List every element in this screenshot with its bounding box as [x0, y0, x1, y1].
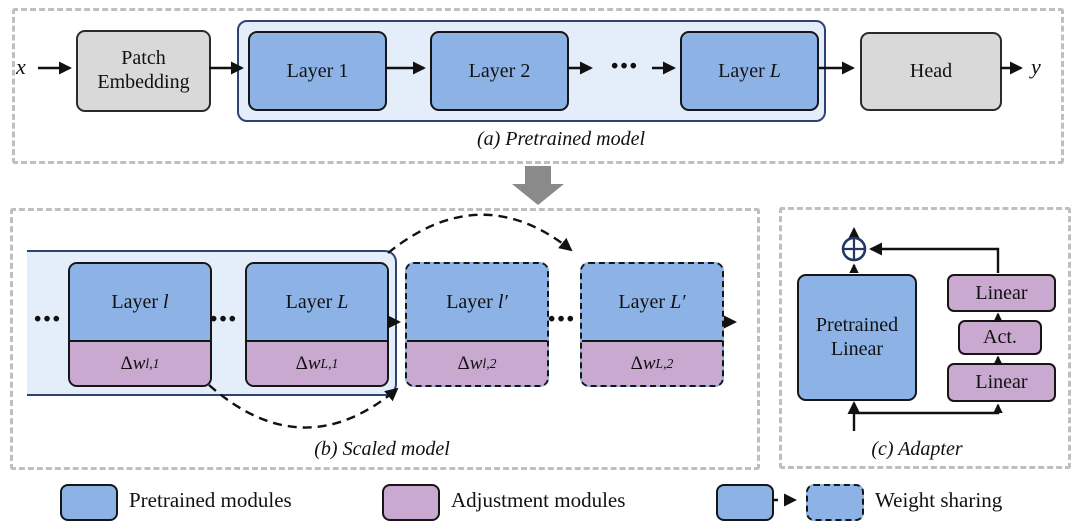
layer-l-var: l: [163, 290, 169, 313]
legend-pretrained-label: Pretrained modules: [129, 488, 292, 512]
w-subscript: L,2: [655, 355, 674, 371]
input-x-label: x: [16, 54, 26, 79]
caption-scaled-model: (b) Scaled model: [314, 438, 450, 460]
ellipsis-b-left: •••: [33, 306, 63, 331]
ellipsis-a: •••: [610, 53, 640, 78]
w-subscript: l,2: [482, 355, 497, 371]
ellipsis-b-mid-left: •••: [209, 306, 239, 331]
layer-l-top: Layer l: [70, 264, 210, 340]
w-symbol: w: [132, 352, 146, 374]
layer-L-var: L: [337, 290, 349, 313]
delta-symbol: Δ: [295, 352, 308, 374]
block-down-arrow: [512, 166, 564, 205]
patch-embedding-line1: Patch: [121, 47, 166, 70]
layer-L-prime-top: Layer L′: [582, 264, 722, 340]
adapter-activation-box: Act.: [958, 320, 1042, 355]
layer-1-var: 1: [338, 59, 349, 82]
pretrained-linear-line1: Pretrained: [815, 313, 899, 336]
adapter-linear-down-box: Linear: [947, 363, 1056, 402]
layer-L-prefix: Layer: [285, 290, 333, 313]
panel-adapter: [779, 207, 1071, 469]
caption-pretrained-model: (a) Pretrained model: [476, 128, 646, 150]
legend-weight-sharing-dashed-swatch: [806, 484, 864, 521]
legend-adjustment-swatch: [382, 484, 440, 521]
layer-1-prefix: Layer: [286, 59, 334, 82]
layer-L-box: Layer L: [680, 31, 819, 111]
layer-l-prefix: Layer: [111, 290, 159, 313]
w-symbol: w: [642, 352, 656, 374]
head-label: Head: [909, 59, 953, 82]
pretrained-linear-line2: Linear: [830, 337, 884, 360]
w-symbol: w: [469, 352, 483, 374]
layer-2-box: Layer 2: [430, 31, 569, 111]
layer-l-prime-top: Layer l′: [407, 264, 547, 340]
adapter-linear-up-box: Linear: [947, 274, 1056, 312]
pretrained-linear-box: Pretrained Linear: [797, 274, 917, 401]
panel-pretrained-model: [12, 8, 1064, 164]
delta-symbol: Δ: [630, 352, 643, 374]
layer-2-var: 2: [520, 59, 531, 82]
layer-l-prime-var: l′: [497, 290, 508, 313]
layer-2-prefix: Layer: [468, 59, 516, 82]
layer-L-top: Layer L: [247, 264, 387, 340]
caption-adapter: (c) Adapter: [871, 438, 963, 460]
layer-L-prefix: Layer: [718, 59, 765, 82]
legend-weight-sharing-solid-swatch: [716, 484, 774, 521]
layer-L-var: L: [769, 59, 781, 82]
output-y-label: y: [1031, 54, 1041, 79]
head-box: Head: [860, 32, 1002, 111]
layer-L-prime-prefix: Layer: [618, 290, 666, 313]
legend-weight-sharing-label: Weight sharing: [875, 488, 1003, 512]
legend-adjustment-label: Adjustment modules: [451, 488, 626, 512]
adapter-linear-down-label: Linear: [975, 371, 1028, 393]
layer-L-prime-var: L′: [670, 290, 686, 313]
layer-1-box: Layer 1: [248, 31, 387, 111]
delta-symbol: Δ: [457, 352, 470, 374]
patch-embedding-line2: Embedding: [97, 71, 190, 93]
w-symbol: w: [307, 352, 321, 374]
adapter-activation-label: Act.: [983, 326, 1017, 348]
w-subscript: L,1: [320, 355, 339, 371]
patch-embedding-box: Patch Embedding: [76, 30, 211, 112]
layer-l-prime-prefix: Layer: [446, 290, 493, 313]
w-subscript: l,1: [145, 355, 160, 371]
delta-symbol: Δ: [120, 352, 133, 374]
adapter-linear-up-label: Linear: [975, 281, 1028, 304]
panel-scaled-model: [10, 208, 760, 470]
ellipsis-b-mid-right: •••: [547, 306, 577, 331]
legend-pretrained-swatch: [60, 484, 118, 521]
